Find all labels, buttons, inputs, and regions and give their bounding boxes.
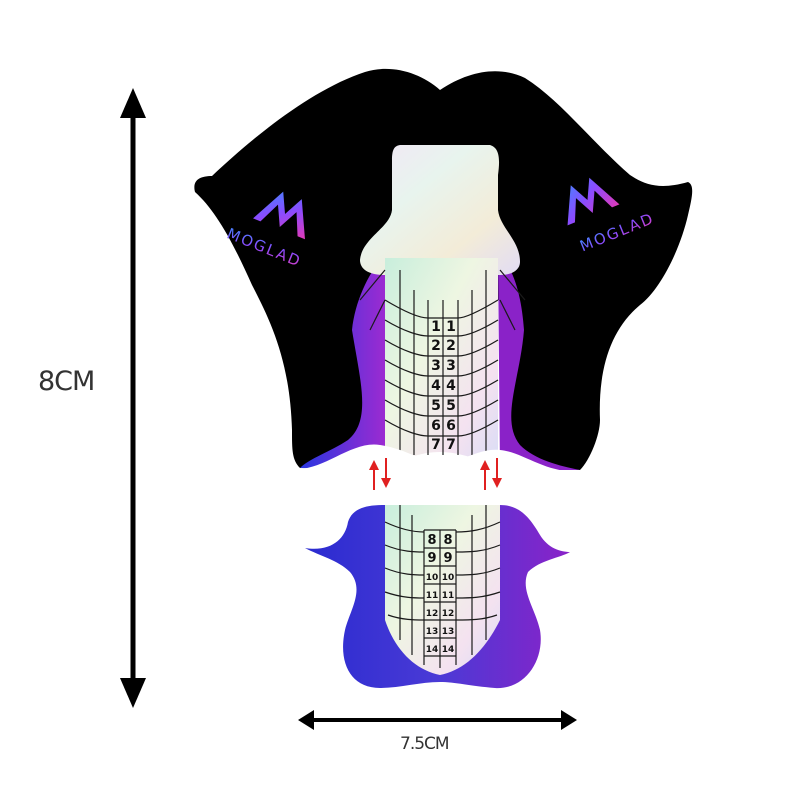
upper-left-holo-band (300, 255, 392, 470)
guide-number-lower-13a: 13 (426, 627, 439, 637)
guide-number-lower-10a: 10 (426, 573, 439, 583)
guide-number-lower-11a: 11 (426, 591, 439, 601)
up-down-arrows-icon-right (480, 458, 502, 490)
tear-line (290, 444, 600, 500)
guide-number-upper-4a: 4 (431, 378, 441, 394)
guide-number-upper-4b: 4 (446, 378, 456, 394)
guide-number-upper-5b: 5 (446, 398, 456, 414)
guide-number-lower-11b: 11 (442, 591, 455, 601)
width-dimension-arrow-icon (298, 710, 577, 730)
guide-number-lower-9a: 9 (427, 551, 436, 566)
logo-monogram-icon (253, 191, 305, 240)
guide-number-lower-10b: 10 (442, 573, 455, 583)
logo-monogram-icon-right (567, 177, 620, 226)
height-dimension-arrow-icon (120, 88, 146, 708)
guide-number-lower-9b: 9 (443, 551, 452, 566)
upper-right-holo-band (498, 255, 580, 470)
guide-number-upper-2a: 2 (431, 338, 441, 354)
upper-grid-area (385, 258, 498, 468)
guide-number-lower-14a: 14 (426, 645, 439, 655)
guide-number-lower-14b: 14 (442, 645, 455, 655)
guide-number-upper-1b: 1 (446, 319, 456, 335)
height-dimension-label: 8CM (38, 366, 95, 397)
guide-number-upper-2b: 2 (446, 338, 456, 354)
lower-grid-lines (384, 505, 501, 668)
guide-number-upper-7a: 7 (431, 437, 441, 453)
lower-grid-area (385, 505, 500, 675)
upper-pearl-tab (360, 145, 520, 275)
width-dimension-label: 7.5CM (400, 734, 450, 754)
guide-number-upper-6b: 6 (446, 418, 456, 434)
guide-number-upper-1a: 1 (431, 319, 441, 335)
guide-number-lower-8a: 8 (427, 533, 436, 548)
guide-number-upper-7b: 7 (446, 437, 456, 453)
guide-number-upper-3b: 3 (446, 358, 456, 374)
guide-number-lower-8b: 8 (443, 533, 452, 548)
guide-number-lower-12b: 12 (442, 609, 455, 619)
guide-number-lower-12a: 12 (426, 609, 439, 619)
guide-number-upper-5a: 5 (431, 398, 441, 414)
guide-number-lower-13b: 13 (442, 627, 455, 637)
upper-grid-lines (359, 269, 526, 455)
guide-number-upper-3a: 3 (431, 358, 441, 374)
up-down-arrows-icon-left (369, 458, 391, 490)
guide-number-upper-6a: 6 (431, 418, 441, 434)
